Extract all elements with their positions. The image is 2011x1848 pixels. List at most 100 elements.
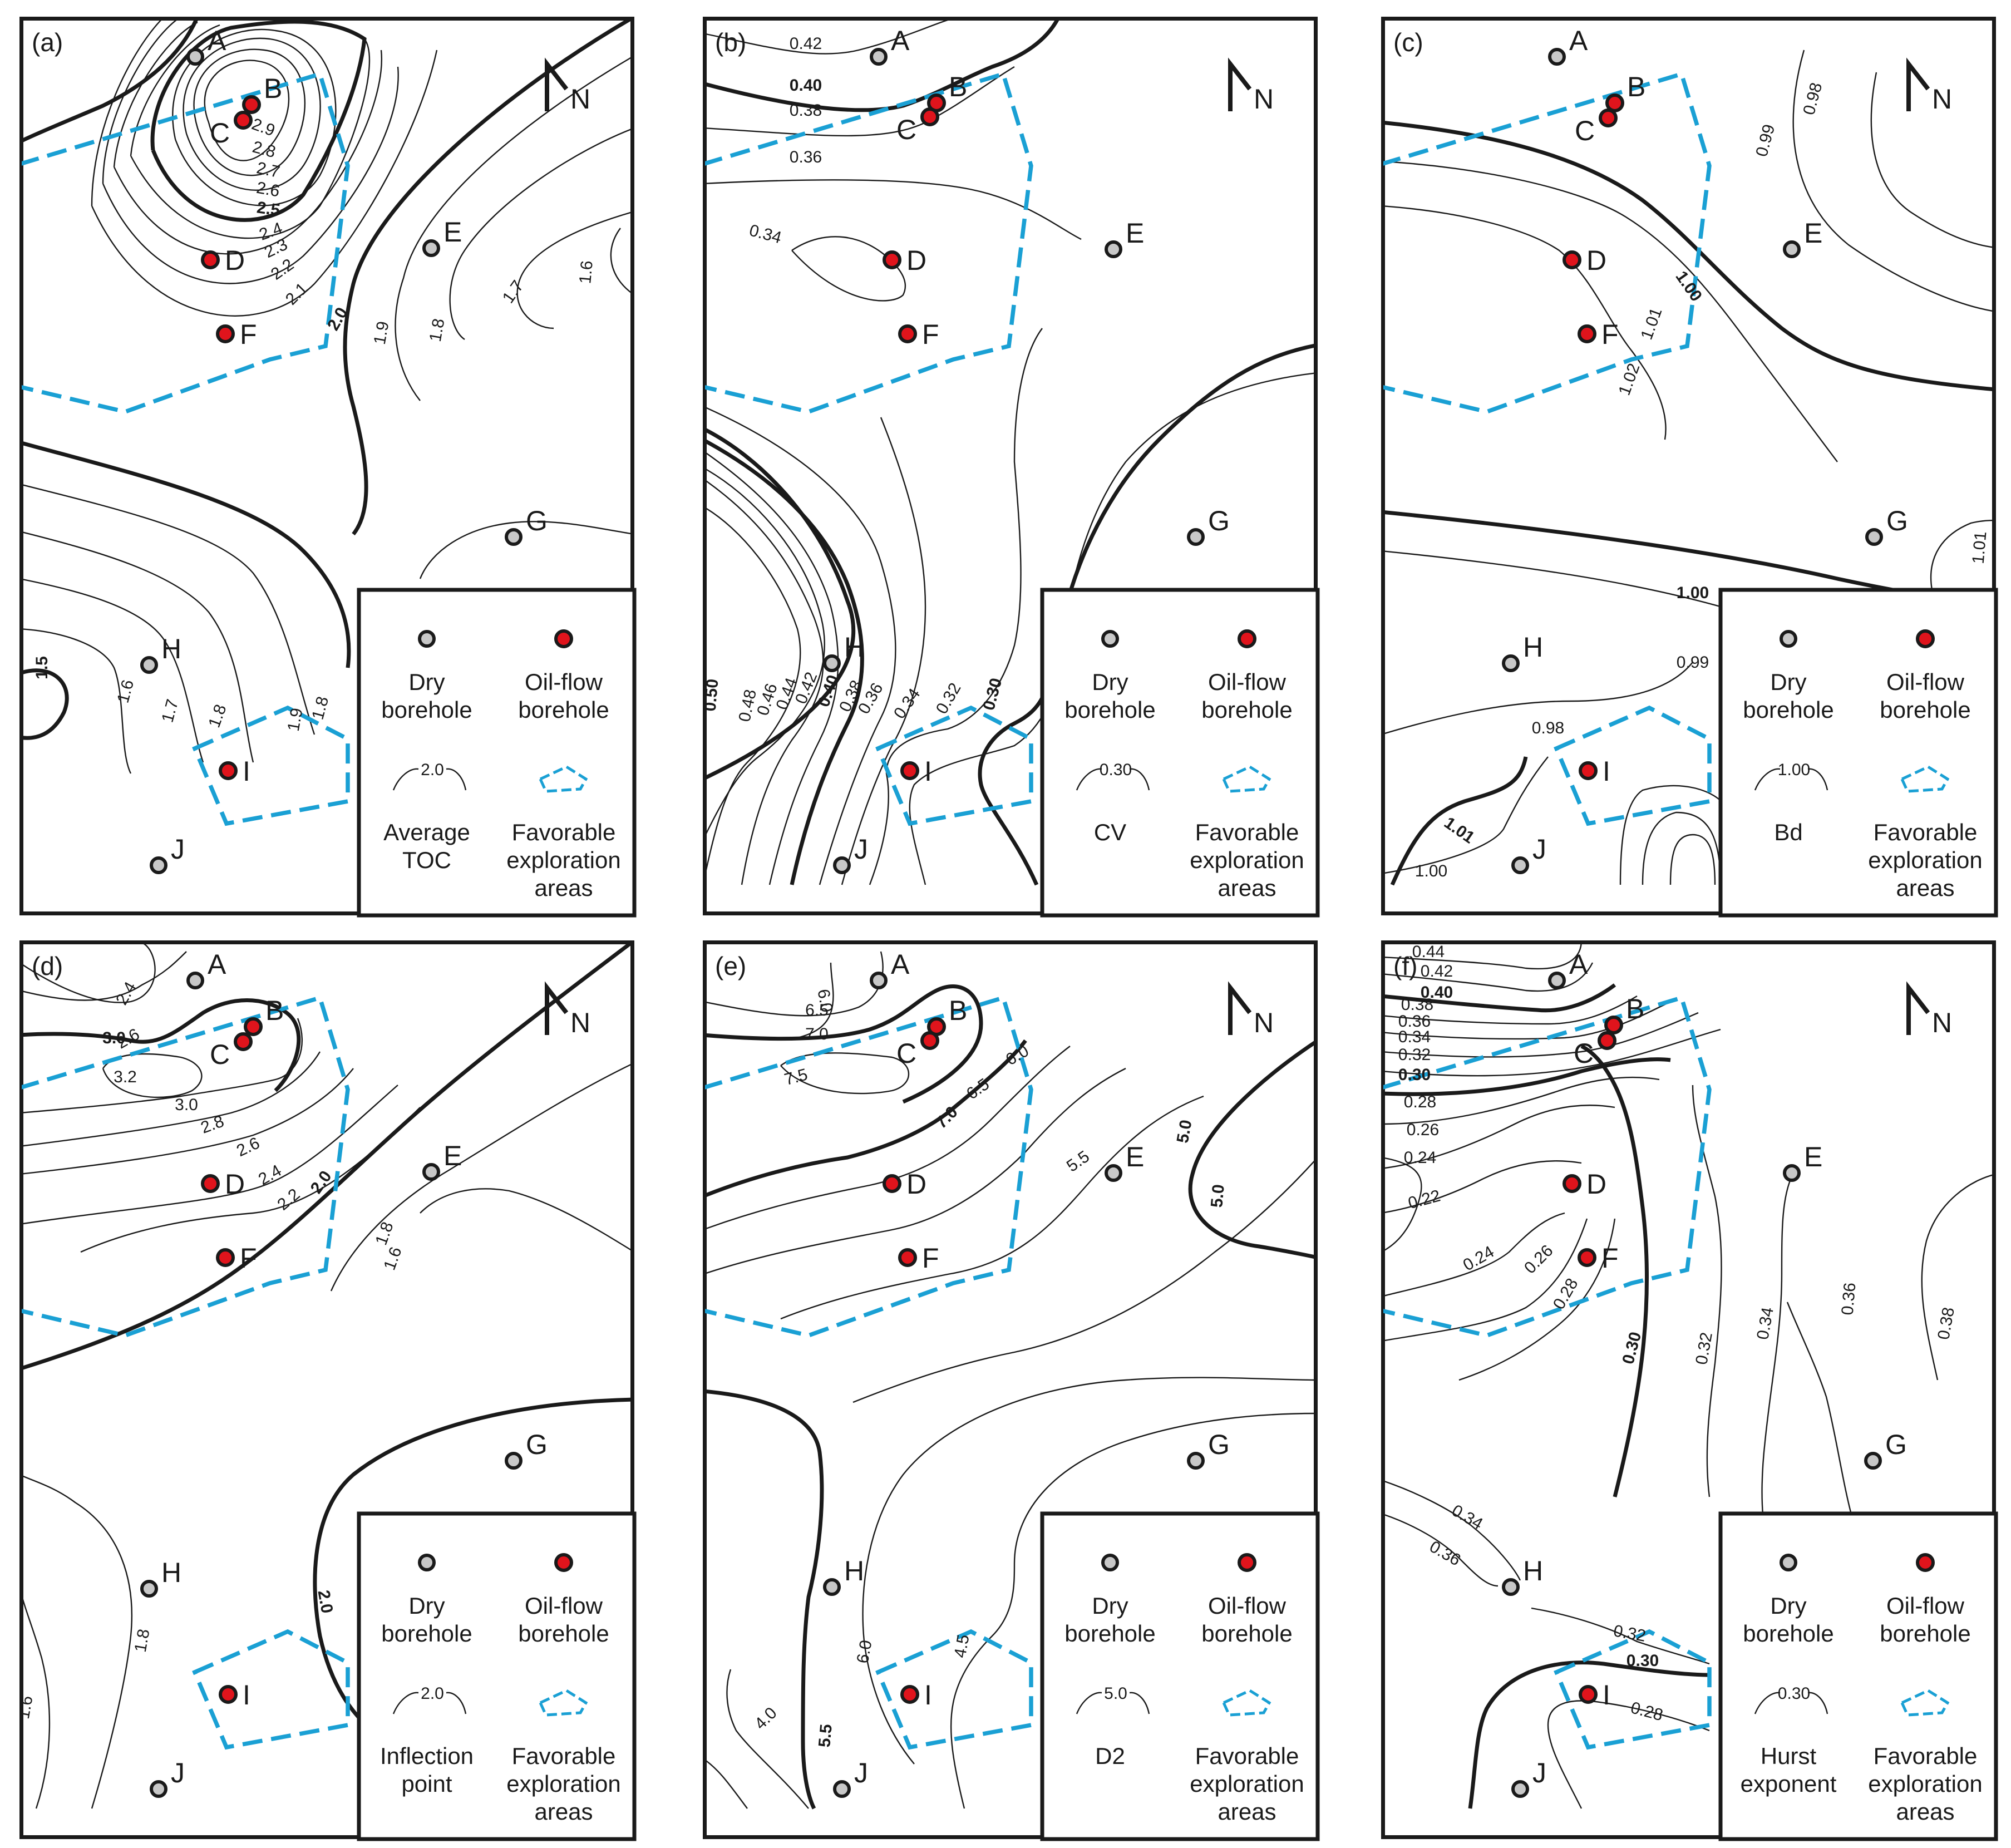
- legend-oil-icon: [1916, 1553, 1935, 1572]
- well-name: A: [1569, 949, 1588, 980]
- contour-line: [1792, 50, 1994, 312]
- legend-oil-label: Oil-flow: [1886, 1593, 1965, 1619]
- well-name: E: [443, 216, 462, 248]
- legend-variable-name: Average: [383, 819, 470, 845]
- well-name: D: [225, 1169, 245, 1200]
- oil-flow-borehole-marker: [883, 1174, 901, 1193]
- north-label: N: [570, 1007, 590, 1038]
- contour-label: 0.34: [1398, 1028, 1431, 1046]
- legend-dry-label: Dry: [1770, 669, 1806, 695]
- legend-oil-label: Oil-flow: [1208, 669, 1287, 695]
- legend-favorable-label: areas: [1218, 1798, 1276, 1825]
- contour-line: [705, 1067, 1126, 1274]
- contour-line: [705, 1046, 1071, 1230]
- well-name: F: [1601, 319, 1619, 350]
- contour-line: [22, 628, 132, 774]
- legend-contour-value: 0.30: [1100, 761, 1132, 779]
- map-svg: 2.42.63.03.23.02.82.62.42.22.01.81.62.01…: [19, 940, 637, 1841]
- map-frame: [703, 940, 1318, 1839]
- legend-box: [1040, 588, 1320, 918]
- legend-favorable-icon: [1221, 765, 1271, 793]
- legend-favorable-label: exploration: [506, 1771, 620, 1797]
- legend-contour-icon: [392, 1692, 467, 1714]
- legend-contour-icon: [1754, 1692, 1828, 1714]
- contour-line: [1383, 1028, 1721, 1077]
- contour-label: 0.36: [1839, 1282, 1860, 1316]
- north-label: N: [570, 83, 590, 115]
- contour-line-bold: [705, 438, 864, 885]
- well-name: G: [1208, 505, 1230, 536]
- contour-line: [841, 417, 926, 885]
- contour-line: [862, 1377, 1315, 1765]
- well-name: H: [161, 1557, 181, 1588]
- panel-label: (f): [1393, 952, 1417, 980]
- dry-borehole-marker: [1783, 1164, 1801, 1182]
- contour-label: 1.00: [1415, 862, 1447, 880]
- contour-line: [1870, 72, 1994, 248]
- legend-favorable-icon: [1900, 1689, 1950, 1717]
- contour-line-bold: [1580, 1044, 1649, 1497]
- oil-flow-borehole-marker: [898, 1248, 917, 1267]
- oil-flow-borehole-marker: [1605, 93, 1624, 112]
- dry-borehole-marker: [823, 1578, 841, 1596]
- well-name: I: [924, 756, 932, 787]
- legend-contour-value: 2.0: [421, 761, 444, 779]
- favorable-area-north: [1383, 995, 1712, 1338]
- favorable-area-north: [22, 995, 350, 1338]
- contour-label: 1.8: [426, 317, 448, 343]
- legend-favorable-icon: [1221, 1689, 1271, 1717]
- well-name: C: [896, 1038, 916, 1069]
- contour-label: 6.5: [805, 1001, 829, 1019]
- contour-line-bold: [343, 19, 632, 536]
- contour-label: 0.99: [1677, 653, 1709, 672]
- contour-label: 2.6: [255, 179, 281, 201]
- well-name: C: [210, 117, 230, 149]
- legend-favorable-label: areas: [534, 875, 593, 901]
- dry-borehole-marker: [140, 656, 158, 674]
- north-arrow-icon: [545, 57, 569, 111]
- legend-favorable-icon: [538, 1689, 588, 1717]
- contour-line: [1383, 205, 1667, 440]
- contour-label: 3.0: [175, 1096, 198, 1114]
- well-name: I: [1603, 756, 1610, 787]
- dry-borehole-marker: [186, 48, 204, 66]
- contour-line: [705, 507, 801, 878]
- contour-line: [797, 962, 834, 1039]
- contour-line: [705, 1759, 748, 1809]
- oil-flow-borehole-marker: [1563, 1174, 1581, 1193]
- contour-line: [130, 24, 371, 239]
- contour-line-bold: [705, 984, 983, 1104]
- legend-favorable-label: Favorable: [1874, 1743, 1978, 1769]
- map-svg: 0.980.991.001.011.021.000.990.981.011.00…: [1381, 17, 1998, 918]
- dry-borehole-marker: [833, 856, 851, 874]
- legend-dry-label: borehole: [381, 1620, 472, 1647]
- contour-line: [1531, 1607, 1710, 1665]
- dry-borehole-marker: [1548, 972, 1566, 989]
- panel-label: (c): [1393, 28, 1423, 57]
- legend-favorable-label: Favorable: [512, 1743, 616, 1769]
- contour-line-bold: [313, 1397, 632, 1743]
- oil-flow-borehole-marker: [201, 250, 220, 269]
- contour-label: 3.0: [102, 1029, 126, 1047]
- well-name: B: [949, 995, 967, 1026]
- oil-flow-borehole-marker: [1599, 109, 1618, 127]
- dry-borehole-marker: [422, 1163, 440, 1181]
- well-name: H: [161, 633, 181, 664]
- contour-line: [1383, 1001, 1671, 1040]
- well-name: G: [1208, 1429, 1230, 1460]
- legend-contour-icon: [1754, 768, 1828, 791]
- legend-contour-value: 2.0: [421, 1684, 444, 1703]
- legend-dry-label: borehole: [1064, 697, 1155, 723]
- dry-borehole-marker: [186, 972, 204, 989]
- contour-label: 5.0: [1207, 1184, 1228, 1208]
- contour-line-bold: [22, 998, 301, 1092]
- legend-oil-icon: [554, 1553, 573, 1572]
- contour-line-bold: [1188, 1039, 1315, 1259]
- contour-label: 6.0: [854, 1639, 876, 1665]
- oil-flow-borehole-marker: [1579, 761, 1598, 780]
